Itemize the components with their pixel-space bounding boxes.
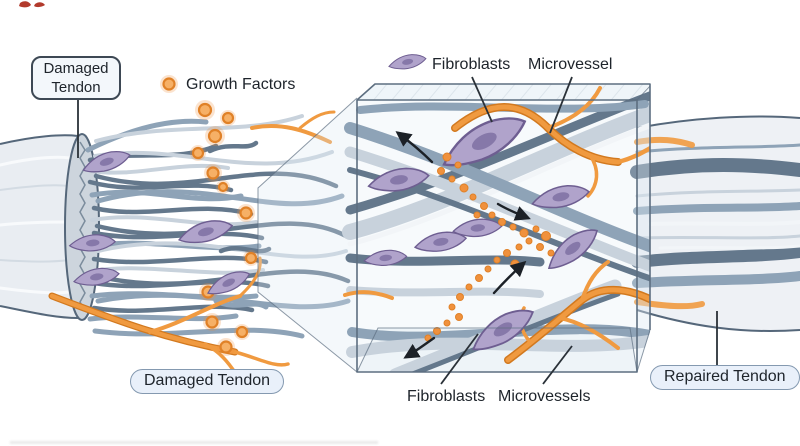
box-microvessels [343,86,650,364]
leader-lines [77,76,718,385]
cropped-text-ghost [10,441,378,444]
glass-edges [257,83,651,373]
microvessel-top-label: Microvessel [528,56,613,73]
fibroblasts-top-label: Fibroblasts [432,56,511,73]
damaged-tendon-stump [0,133,100,321]
magnification-box [257,83,651,373]
growth-factor-legend-icon [160,75,178,93]
growth-factors-label: Growth Factors [186,76,296,93]
repaired-tendon [630,115,800,333]
microvessels-bottom-label: Microvessels [498,388,591,405]
box-interior [342,86,650,372]
red-mark [19,1,45,8]
microvessel-left [48,110,336,376]
direction-arrows [395,131,531,359]
growth-factor-dots-left [190,100,259,356]
fibroblasts-bottom-label: Fibroblasts [407,388,486,405]
fibroblast-legend-icon [386,51,428,73]
repaired-tendon-label: Repaired Tendon [650,365,800,390]
damaged-tendon-top-label: Damaged Tendon [31,56,121,100]
damaged-tendon-bottom-label: Damaged Tendon [130,369,285,394]
